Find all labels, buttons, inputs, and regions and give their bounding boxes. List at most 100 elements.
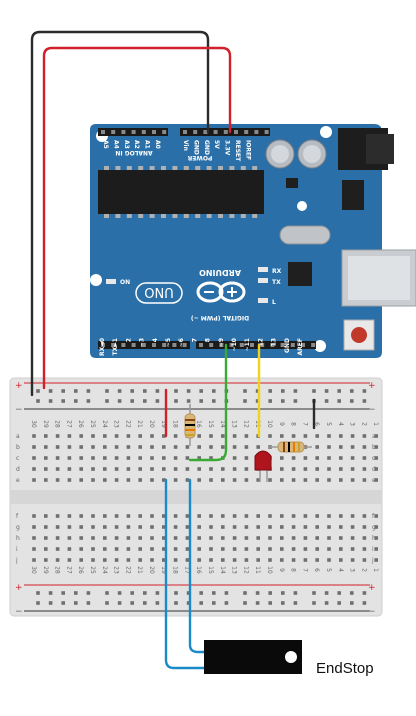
gnd-wire[interactable] bbox=[30, 30, 210, 397]
breadboard-hole[interactable] bbox=[315, 478, 319, 482]
breadboard-hole[interactable] bbox=[162, 514, 166, 518]
breadboard-hole[interactable] bbox=[138, 445, 142, 449]
breadboard-hole[interactable] bbox=[255, 389, 260, 393]
breadboard-hole[interactable] bbox=[244, 558, 249, 562]
breadboard-hole[interactable] bbox=[350, 514, 355, 518]
breadboard-hole[interactable] bbox=[36, 591, 40, 595]
breadboard-hole[interactable] bbox=[79, 547, 83, 551]
breadboard-hole[interactable] bbox=[209, 514, 213, 518]
breadboard-hole[interactable] bbox=[48, 601, 53, 605]
breadboard-hole[interactable] bbox=[232, 547, 237, 551]
breadboard-hole[interactable] bbox=[36, 389, 40, 393]
breadboard-hole[interactable] bbox=[280, 434, 284, 438]
breadboard-hole[interactable] bbox=[291, 525, 296, 529]
breadboard-hole[interactable] bbox=[79, 434, 83, 438]
breadboard-hole[interactable] bbox=[256, 547, 260, 551]
breadboard-hole[interactable] bbox=[374, 514, 378, 518]
breadboard-hole[interactable] bbox=[91, 525, 95, 529]
breadboard-hole[interactable] bbox=[67, 467, 72, 471]
breadboard-hole[interactable] bbox=[362, 514, 367, 518]
breadboard-hole[interactable] bbox=[209, 525, 213, 529]
breadboard-hole[interactable] bbox=[303, 558, 308, 562]
breadboard-hole[interactable] bbox=[339, 514, 343, 518]
breadboard-hole[interactable] bbox=[67, 514, 72, 518]
breadboard-hole[interactable] bbox=[362, 399, 367, 403]
breadboard-hole[interactable] bbox=[48, 399, 53, 403]
breadboard-hole[interactable] bbox=[103, 536, 107, 540]
breadboard-hole[interactable] bbox=[268, 525, 272, 529]
breadboard-hole[interactable] bbox=[79, 525, 83, 529]
breadboard-hole[interactable] bbox=[197, 434, 201, 438]
breadboard-hole[interactable] bbox=[212, 601, 216, 605]
breadboard-hole[interactable] bbox=[315, 558, 319, 562]
breadboard-hole[interactable] bbox=[55, 525, 60, 529]
breadboard-hole[interactable] bbox=[86, 591, 91, 595]
breadboard-hole[interactable] bbox=[197, 536, 201, 540]
breadboard-hole[interactable] bbox=[117, 601, 122, 605]
breadboard-hole[interactable] bbox=[126, 558, 131, 562]
breadboard-hole[interactable] bbox=[280, 478, 284, 482]
breadboard-hole[interactable] bbox=[185, 514, 190, 518]
breadboard-hole[interactable] bbox=[362, 478, 367, 482]
breadboard-hole[interactable] bbox=[86, 389, 91, 393]
breadboard-hole[interactable] bbox=[268, 399, 272, 403]
resistor-vertical[interactable] bbox=[184, 404, 196, 446]
breadboard-hole[interactable] bbox=[162, 536, 166, 540]
breadboard-hole[interactable] bbox=[150, 478, 154, 482]
breadboard-hole[interactable] bbox=[114, 536, 119, 540]
breadboard-hole[interactable] bbox=[103, 525, 107, 529]
breadboard-hole[interactable] bbox=[173, 434, 178, 438]
breadboard-hole[interactable] bbox=[362, 601, 367, 605]
breadboard-hole[interactable] bbox=[303, 514, 308, 518]
breadboard-hole[interactable] bbox=[114, 478, 119, 482]
breadboard-hole[interactable] bbox=[114, 434, 119, 438]
breadboard-hole[interactable] bbox=[212, 399, 216, 403]
breadboard-hole[interactable] bbox=[138, 547, 142, 551]
header-pin[interactable] bbox=[141, 130, 146, 134]
breadboard-hole[interactable] bbox=[339, 467, 343, 471]
breadboard-hole[interactable] bbox=[224, 591, 229, 595]
header-pin[interactable] bbox=[260, 343, 265, 347]
breadboard-hole[interactable] bbox=[91, 467, 95, 471]
breadboard-hole[interactable] bbox=[280, 536, 284, 540]
breadboard-hole[interactable] bbox=[197, 467, 201, 471]
breadboard-hole[interactable] bbox=[327, 536, 331, 540]
breadboard-hole[interactable] bbox=[374, 467, 378, 471]
breadboard-hole[interactable] bbox=[32, 514, 36, 518]
breadboard-hole[interactable] bbox=[44, 547, 48, 551]
breadboard-hole[interactable] bbox=[221, 434, 225, 438]
breadboard-hole[interactable] bbox=[174, 601, 178, 605]
breadboard-hole[interactable] bbox=[32, 445, 36, 449]
breadboard-hole[interactable] bbox=[103, 478, 107, 482]
breadboard-hole[interactable] bbox=[117, 389, 122, 393]
breadboard-hole[interactable] bbox=[374, 445, 378, 449]
breadboard-hole[interactable] bbox=[138, 467, 142, 471]
header-pin[interactable] bbox=[172, 343, 177, 347]
breadboard-hole[interactable] bbox=[327, 434, 331, 438]
breadboard-hole[interactable] bbox=[337, 601, 341, 605]
breadboard-hole[interactable] bbox=[126, 467, 131, 471]
breadboard-hole[interactable] bbox=[105, 601, 109, 605]
breadboard-hole[interactable] bbox=[221, 445, 225, 449]
header-pin[interactable] bbox=[244, 130, 249, 134]
breadboard-hole[interactable] bbox=[339, 478, 343, 482]
header-pin[interactable] bbox=[152, 130, 156, 134]
breadboard-hole[interactable] bbox=[256, 536, 260, 540]
breadboard-hole[interactable] bbox=[126, 536, 131, 540]
breadboard-hole[interactable] bbox=[103, 445, 107, 449]
breadboard-hole[interactable] bbox=[315, 525, 319, 529]
breadboard-hole[interactable] bbox=[327, 445, 331, 449]
breadboard-hole[interactable] bbox=[67, 456, 72, 460]
breadboard-hole[interactable] bbox=[103, 514, 107, 518]
breadboard-hole[interactable] bbox=[126, 525, 131, 529]
breadboard-hole[interactable] bbox=[221, 514, 225, 518]
breadboard-hole[interactable] bbox=[362, 456, 367, 460]
breadboard-hole[interactable] bbox=[91, 445, 95, 449]
breadboard-hole[interactable] bbox=[173, 514, 178, 518]
breadboard-hole[interactable] bbox=[44, 536, 48, 540]
header-pin[interactable] bbox=[250, 343, 254, 347]
header-pin[interactable] bbox=[101, 130, 105, 134]
breadboard-hole[interactable] bbox=[232, 434, 237, 438]
breadboard-hole[interactable] bbox=[61, 399, 65, 403]
breadboard-hole[interactable] bbox=[155, 591, 160, 595]
